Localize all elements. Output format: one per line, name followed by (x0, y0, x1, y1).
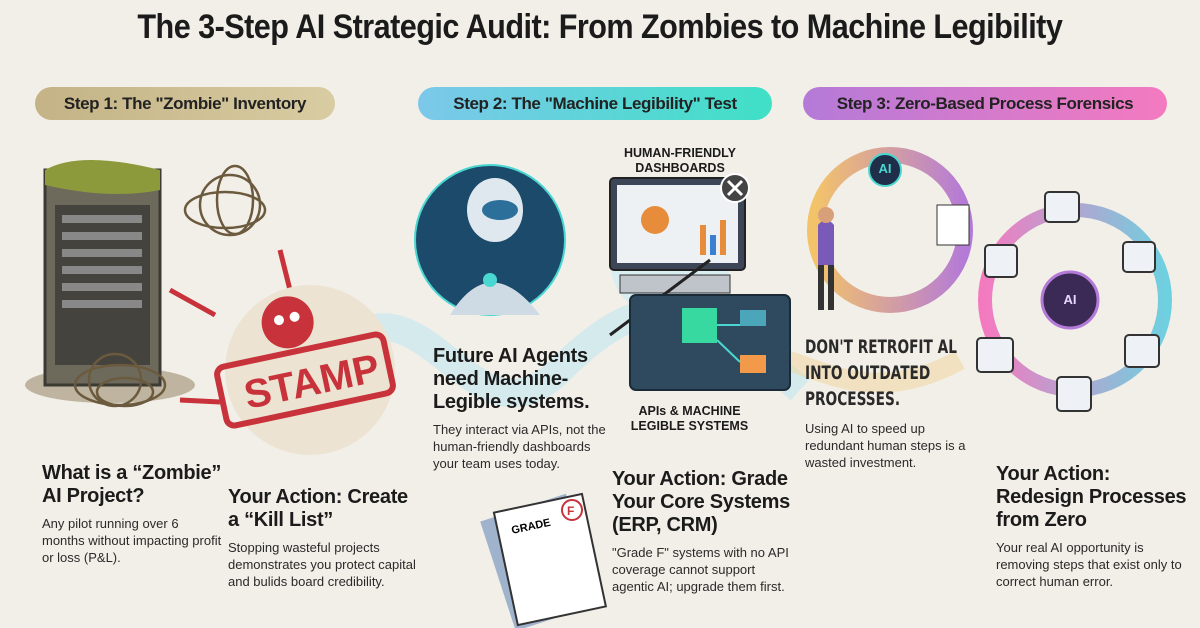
ai-robot-icon (414, 164, 566, 316)
step2-headline-block: Future AI Agents need Machine-Legible sy… (433, 345, 609, 472)
stamp-icon (214, 296, 396, 429)
arrow-icons (168, 249, 293, 405)
api-system-panel-icon (629, 294, 791, 391)
zombie-question-body: Any pilot running over 6 months without … (42, 516, 222, 565)
grade-systems-body: "Grade F" systems with no API coverage c… (612, 545, 789, 594)
redesign-block: Your Action: Redesign Processes from Zer… (996, 463, 1194, 590)
tangled-wires-icon (73, 164, 267, 408)
zombie-question-block: What is a “Zombie” AI Project? Any pilot… (42, 462, 222, 566)
kill-list-body: Stopping wasteful projects demonstrates … (228, 540, 416, 589)
kill-list-title: Your Action: Create a “Kill List” (228, 486, 408, 531)
zombie-question-title: What is a “Zombie” AI Project? (42, 462, 222, 507)
title-bar: The 3-Step AI Strategic Audit: From Zomb… (0, 8, 1200, 47)
step3-body: Using AI to speed up redundant human ste… (805, 421, 966, 470)
grade-systems-block: Your Action: Grade Your Core Systems (ER… (612, 468, 800, 595)
redesign-body: Your real AI opportunity is removing ste… (996, 540, 1182, 589)
step3-headline: DON'T RETROFIT AL INTO OUTDATED PROCESSE… (805, 336, 957, 410)
step2-headline: Future AI Agents need Machine-Legible sy… (433, 345, 590, 413)
kill-list-block: Your Action: Create a “Kill List” Stoppi… (228, 486, 420, 590)
step-2-pill: Step 2: The "Machine Legibility" Test (418, 87, 772, 120)
illustration-layer: GRADE F (25, 147, 1172, 628)
dashboards-label: HUMAN-FRIENDLY DASHBOARDS (623, 146, 737, 175)
step3-headline-block: DON'T RETROFIT AL INTO OUTDATED PROCESSE… (805, 334, 980, 471)
redesign-title: Your Action: Redesign Processes from Zer… (996, 463, 1187, 531)
dashboard-monitor-icon (609, 177, 746, 320)
ai-badge-center: AI (1063, 292, 1077, 307)
process-cycle-icon (807, 147, 973, 313)
close-icon (720, 173, 750, 203)
page-title: The 3-Step AI Strategic Audit: From Zomb… (137, 8, 1063, 46)
apis-label: APIs & MACHINE LEGIBLE SYSTEMS (630, 404, 749, 433)
zombie-server-icon (25, 160, 195, 403)
grade-value: F (567, 504, 574, 518)
step-3-pill: Step 3: Zero-Based Process Forensics (803, 87, 1167, 120)
step2-body: They interact via APIs, not the human-fr… (433, 422, 606, 471)
grade-report-icon (480, 492, 608, 628)
ai-badge: AI (878, 161, 892, 176)
grade-systems-title: Your Action: Grade Your Core Systems (ER… (612, 468, 790, 536)
step-1-pill: Step 1: The "Zombie" Inventory (35, 87, 335, 120)
redesign-ring-icon (976, 191, 1172, 412)
